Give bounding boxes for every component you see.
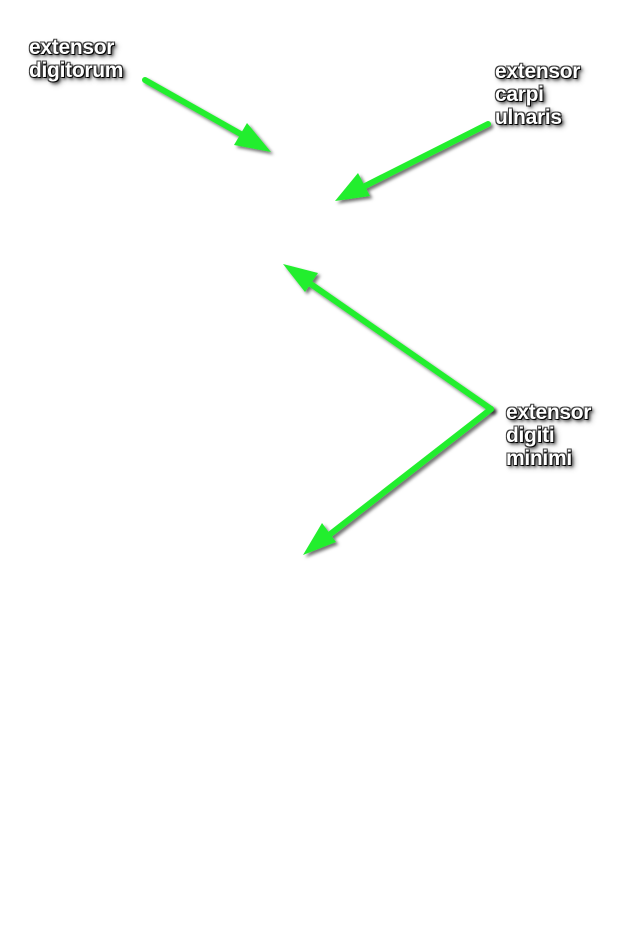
arrow-extensor-digitorum [142, 77, 271, 152]
arrow-extensor-digiti-minimi-upper-head [283, 264, 318, 292]
label-extensor-digiti-minimi-line-1: extensor [506, 401, 592, 424]
arrow-extensor-digiti-minimi-lower [303, 406, 494, 555]
label-extensor-digitorum-line-2: digitorum [29, 59, 124, 82]
arrow-extensor-digiti-minimi-upper [283, 264, 494, 412]
arrow-extensor-digitorum-shaft [142, 77, 249, 140]
label-extensor-carpi-ulnaris-line-2: carpi [495, 83, 544, 106]
label-extensor-carpi-ulnaris-line-3: ulnaris [495, 106, 562, 129]
arrow-extensor-digitorum-head [234, 123, 271, 152]
label-extensor-digiti-minimi-line-2: digiti [506, 424, 555, 447]
label-extensor-digitorum: extensor digitorum [29, 36, 123, 82]
label-extensor-carpi-ulnaris-line-1: extensor [495, 60, 581, 83]
label-extensor-carpi-ulnaris: extensor carpi ulnaris [495, 60, 580, 129]
arrow-extensor-carpi-ulnaris-shaft [358, 121, 491, 191]
arrow-extensor-carpi-ulnaris-head [335, 173, 370, 201]
label-extensor-digitorum-line-1: extensor [29, 36, 115, 59]
arrow-extensor-carpi-ulnaris [335, 121, 491, 201]
label-extensor-digiti-minimi-line-3: minimi [506, 447, 572, 470]
arrow-extensor-digiti-minimi-lower-head [303, 523, 336, 555]
arrow-extensor-digiti-minimi-upper-shaft [302, 277, 494, 412]
arrow-extensor-digiti-minimi-lower-shaft [321, 406, 494, 542]
label-extensor-digiti-minimi: extensor digiti minimi [506, 401, 591, 470]
